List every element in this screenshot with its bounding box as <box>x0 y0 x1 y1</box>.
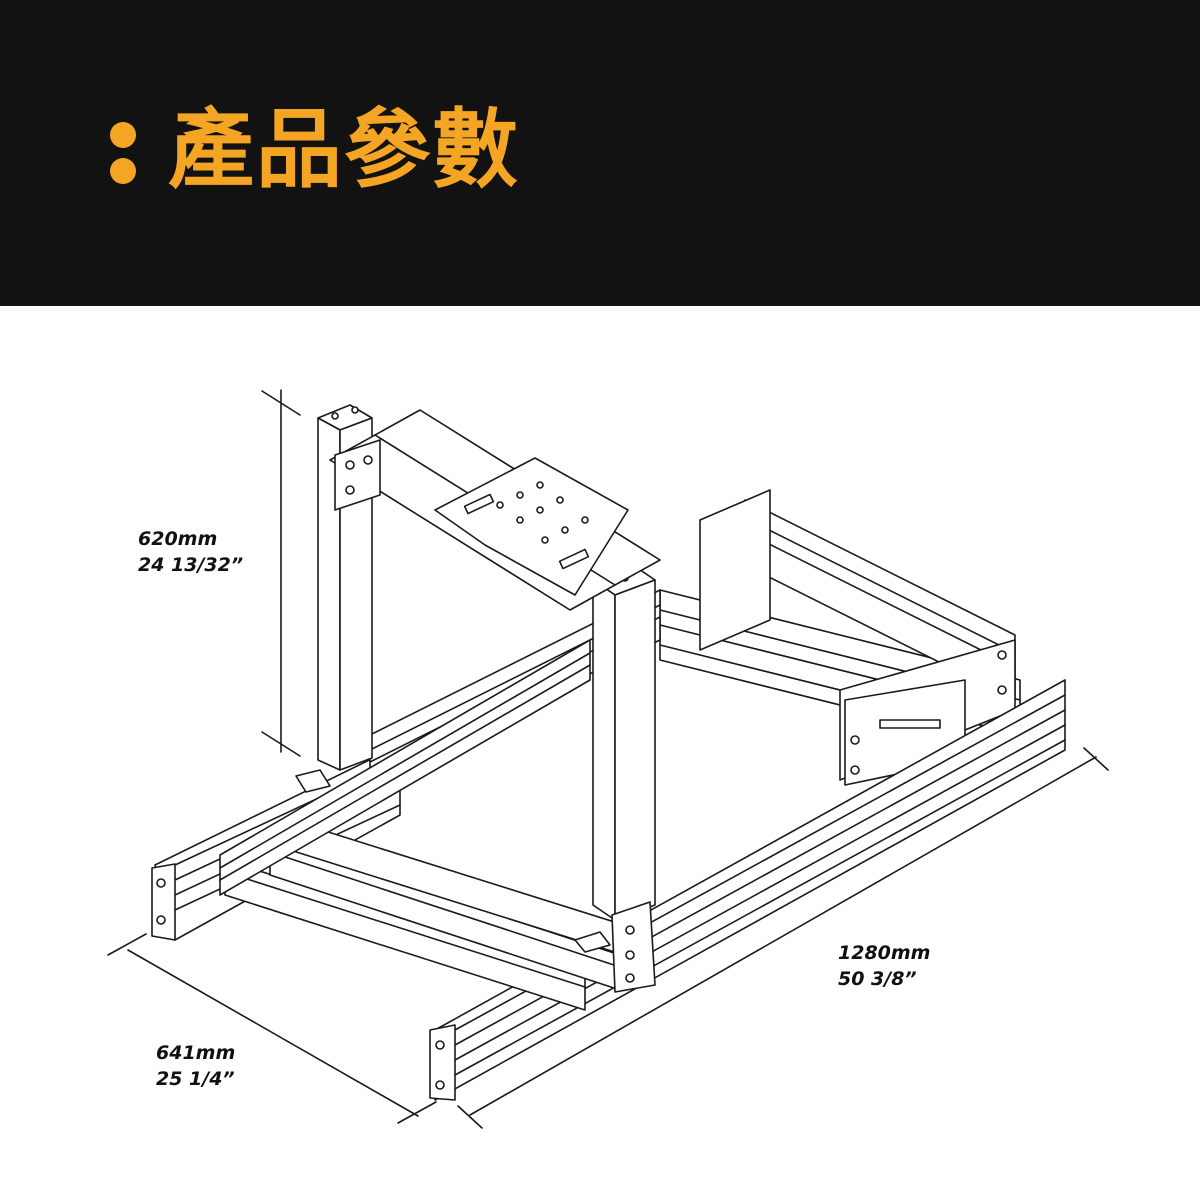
width-metric: 641mm <box>156 1042 236 1064</box>
pedal-cross-beams <box>224 819 641 1011</box>
page-title: 產品參數 <box>168 100 520 200</box>
height-imperial: 24 13/32” <box>138 554 244 576</box>
width-imperial: 25 1/4” <box>156 1068 235 1090</box>
title-banner: 產品參數 <box>0 0 1200 306</box>
length-imperial: 50 3/8” <box>838 968 917 990</box>
width-dimension-line <box>107 933 437 1124</box>
seat-frame-module <box>699 489 1016 786</box>
width-dimension-label: 641mm 25 1/4” <box>156 1040 235 1092</box>
length-metric: 1280mm <box>838 942 931 964</box>
pedal-slider-rail <box>219 639 591 896</box>
height-dimension-line <box>261 389 301 757</box>
length-dimension-label: 1280mm 50 3/8” <box>838 940 930 992</box>
height-dimension-label: 620mm 24 13/32” <box>138 526 243 578</box>
height-metric: 620mm <box>138 528 218 550</box>
corner-brackets <box>295 769 656 993</box>
cockpit-frame-drawing <box>107 389 1109 1129</box>
bullet-icon <box>110 122 136 184</box>
right-long-beam <box>429 679 1066 1101</box>
right-upright-post <box>592 564 656 921</box>
bullet-dot-top <box>110 122 136 148</box>
wheel-mount-plate <box>434 457 629 596</box>
bullet-dot-bottom <box>110 158 136 184</box>
length-dimension-line <box>457 747 1109 1129</box>
left-upright-post <box>317 404 373 771</box>
